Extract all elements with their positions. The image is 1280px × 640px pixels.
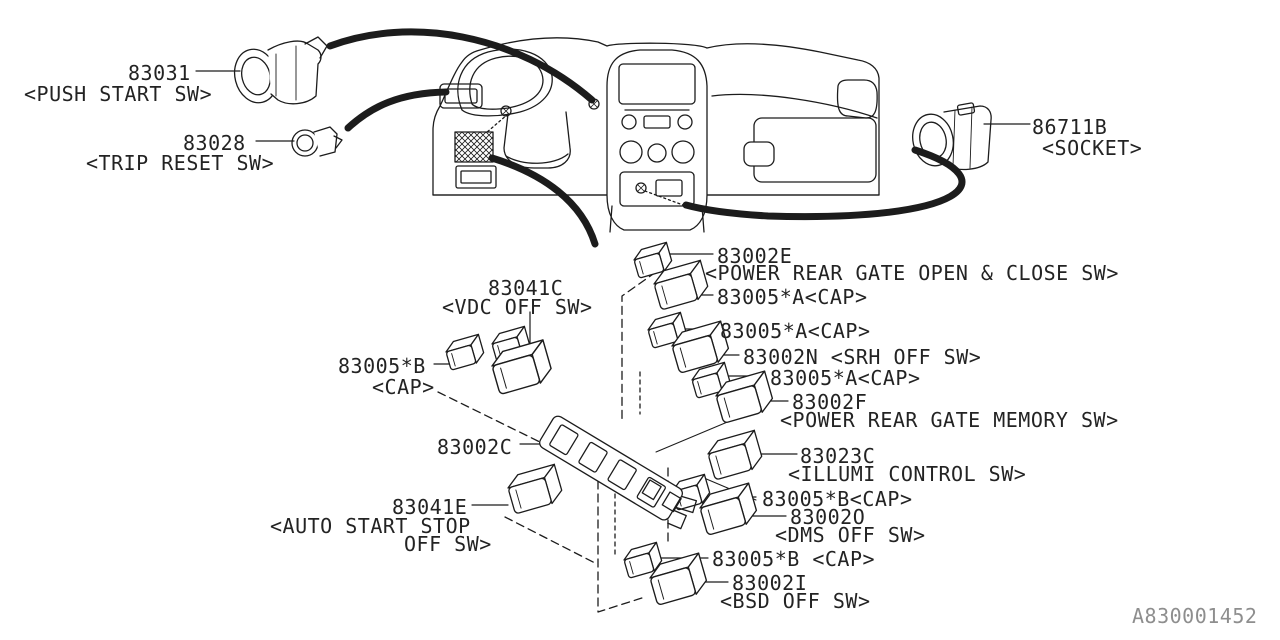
part-caption-c83031: <PUSH START SW> [24,82,213,106]
location-marker [500,105,512,117]
routing-swooshes [326,28,966,248]
part-number-capB1a: 83005*B [338,354,426,378]
switch-group-83041C [443,325,555,396]
part-caption-c83041E2: OFF SW> [404,532,492,556]
part-caption-capB1b: <CAP> [372,375,435,399]
part-number-n83002N: 83002N <SRH OFF SW> [743,345,982,369]
part-number-n86711B: 86711B [1032,115,1108,139]
panel-83002C-clips [641,479,682,513]
switch-panel-location-hatch [454,131,494,163]
part-caption-c83041C: <VDC OFF SW> [442,295,593,319]
part-number-n83002I: 83002I [732,571,808,595]
part-caption-c83002I: <BSD OFF SW> [720,589,871,613]
part-caption-c83028: <TRIP RESET SW> [86,151,275,175]
part-caption-c83002F: <POWER REAR GATE MEMORY SW> [780,408,1119,432]
panel-83002C-drawing [539,415,698,530]
part-number-capB2: 83005*B<CAP> [762,487,913,511]
part-number-n83041E: 83041E [392,495,468,519]
dashboard-illustration [432,37,880,233]
figure-code: A830001452 [1132,604,1258,628]
switch-group-83002O [669,473,760,536]
part-number-n83031: 83031 [128,61,191,85]
part-caption-c86711B: <SOCKET> [1042,136,1143,160]
part-number-capA3: 83005*A<CAP> [770,366,921,390]
part-number-n83028: 83028 [183,131,246,155]
part-caption-c83002O: <DMS OFF SW> [775,523,926,547]
part-caption-c83002E: <POWER REAR GATE OPEN & CLOSE SW> [705,261,1119,285]
part-number-n83002F: 83002F [792,390,868,414]
switch-group-83002F [689,361,776,424]
part-caption-c83023C: <ILLUMI CONTROL SW> [788,462,1027,486]
switch-group-83002E [631,241,712,311]
part-number-n83023C: 83023C [800,444,876,468]
push-start-switch-drawing [233,36,328,105]
part-number-n83002E: 83002E [717,244,793,268]
part-number-n83002C: 83002C [437,435,513,459]
part-number-capB3: 83005*B <CAP> [712,547,876,571]
switch-group-83002I [621,541,710,606]
part-number-n83002O: 83002O [790,505,866,529]
part-number-n83041C: 83041C [488,276,564,300]
socket-drawing [912,102,992,171]
location-marker [635,182,647,194]
part-number-capA2: 83005*A<CAP> [720,319,871,343]
trip-reset-switch-drawing [291,126,343,157]
switch-83041E-drawing [504,463,566,515]
switch-83023C-drawing [704,429,766,481]
part-number-capA1: 83005*A<CAP> [717,285,868,309]
part-caption-c83041E1: <AUTO START STOP [270,514,471,538]
